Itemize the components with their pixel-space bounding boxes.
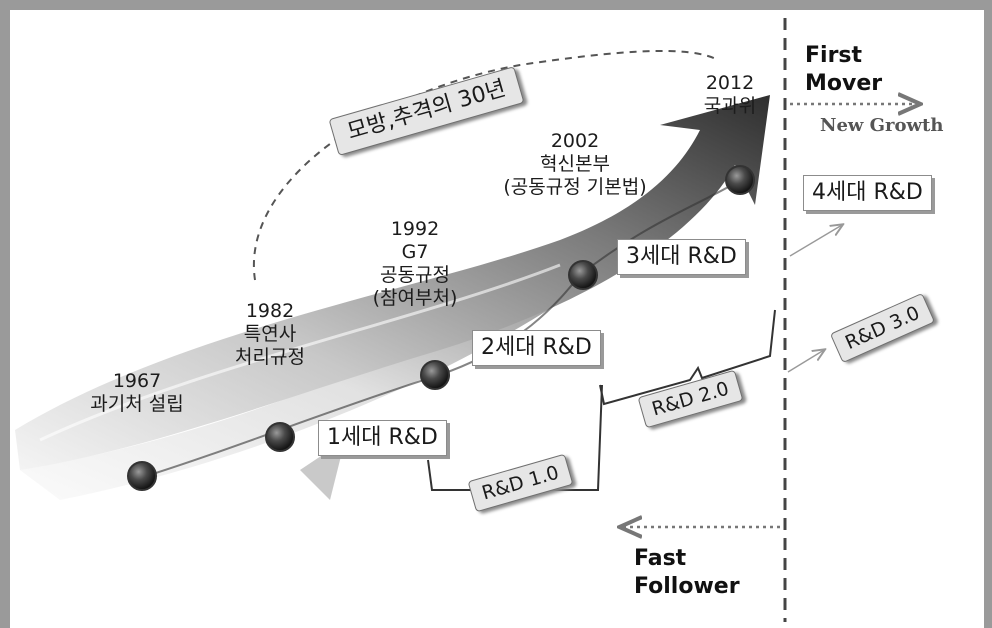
bracket-rd2: [599, 309, 776, 406]
milestone-2002: 2002 혁신본부 (공동규정 기본법): [470, 130, 680, 199]
milestone-dot-1982: [265, 422, 295, 452]
gen-box-3: 3세대 R&D: [617, 239, 746, 275]
main-arrow-highlight: [39, 263, 561, 442]
milestone-dot-1992: [420, 360, 450, 390]
milestone-year: 2002: [550, 130, 600, 152]
milestone-year: 1967: [112, 370, 162, 392]
fast-follower-line2: Follower: [634, 574, 740, 599]
arrow-to-gen4: [789, 225, 842, 257]
milestone-2012: 2012 국과위: [690, 72, 770, 118]
milestone-year: 1992: [390, 218, 440, 240]
milestone-1992: 1992 G7 공동규정 (참여부처): [350, 218, 480, 310]
first-mover-label: First Mover: [805, 42, 882, 98]
dashed-arc: [252, 49, 719, 281]
milestone-desc: 처리규정: [235, 346, 305, 368]
new-growth-label: New Growth: [820, 115, 944, 136]
milestone-dot-2002: [568, 260, 598, 290]
milestone-year: 2012: [705, 72, 755, 94]
milestone-1982: 1982 특연사 처리규정: [210, 300, 330, 369]
milestone-dot-2012: [725, 165, 755, 195]
fast-follower-line1: Fast: [634, 546, 687, 571]
milestone-1967: 1967 과기처 설립: [72, 370, 202, 416]
fast-follower-label: Fast Follower: [634, 545, 740, 601]
milestone-year: 1982: [245, 300, 295, 322]
milestone-desc: 과기처 설립: [90, 393, 184, 415]
milestone-desc: (참여부처): [372, 287, 458, 309]
milestone-dot-1967: [127, 461, 157, 491]
milestone-desc: 혁신본부: [540, 153, 610, 175]
milestone-desc: 특연사: [243, 323, 297, 345]
milestone-desc: 국과위: [703, 95, 757, 117]
gen-box-4: 4세대 R&D: [803, 175, 932, 211]
swoosh-arrow-lower: [20, 245, 610, 500]
first-mover-line1: First: [805, 43, 863, 68]
gen-box-1: 1세대 R&D: [318, 420, 447, 456]
arrow-to-rd3: [787, 350, 824, 373]
milestone-desc: G7: [401, 241, 429, 263]
gen-box-2: 2세대 R&D: [472, 330, 601, 366]
milestone-desc: (공동규정 기본법): [503, 176, 647, 198]
first-mover-line2: Mover: [805, 71, 883, 96]
milestone-desc: 공동규정: [380, 264, 450, 286]
